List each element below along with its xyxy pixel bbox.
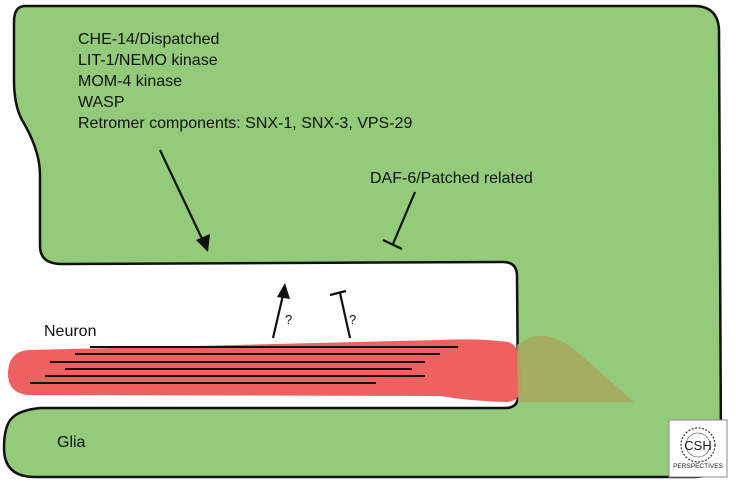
logo-csh-text: CSH xyxy=(684,438,711,453)
glia-label: Glia xyxy=(57,434,86,451)
daf6-label: DAF-6/Patched related xyxy=(370,170,533,187)
neuron-filaments xyxy=(30,346,458,384)
factor-retromer: Retromer components: SNX-1, SNX-3, VPS-2… xyxy=(78,115,412,132)
inhibition-question-mark: ? xyxy=(349,312,356,327)
logo-perspectives-text: PERSPECTIVES xyxy=(673,463,724,470)
factor-lit1: LIT-1/NEMO kinase xyxy=(78,52,218,69)
factor-che14: CHE-14/Dispatched xyxy=(78,31,219,48)
csh-perspectives-logo: CSH PERSPECTIVES xyxy=(668,419,728,478)
factor-wasp: WASP xyxy=(78,94,125,111)
activation-arrow xyxy=(159,149,210,252)
factor-mom4: MOM-4 kinase xyxy=(78,73,182,90)
neuron-label: Neuron xyxy=(44,323,96,340)
daf6-inhibition-arrow xyxy=(382,191,417,250)
neuron-ending-overlap xyxy=(517,335,634,402)
neuron-process xyxy=(8,339,521,402)
unknown-activation-arrow xyxy=(271,283,290,339)
activation-question-mark: ? xyxy=(285,312,292,327)
unknown-inhibition-arrow xyxy=(329,289,352,339)
